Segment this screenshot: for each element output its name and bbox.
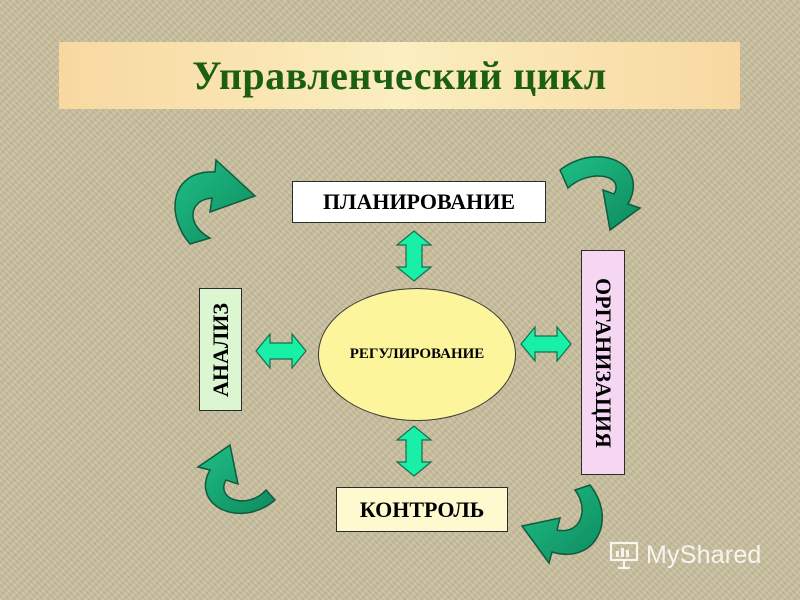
double-arrow-control-regulation [396, 425, 432, 477]
curved-arrow-bottom-left [196, 443, 277, 515]
node-planning-label: ПЛАНИРОВАНИЕ [322, 189, 516, 214]
node-analysis-label: АНАЛИЗ [207, 302, 233, 397]
presentation-board-icon [609, 541, 639, 570]
curved-arrow-bottom-right [520, 484, 603, 565]
node-control-label: КОНТРОЛЬ [359, 496, 485, 522]
node-planning: ПЛАНИРОВАНИЕ [292, 181, 546, 223]
node-organization-label: ОРГАНИЗАЦИЯ [591, 277, 617, 448]
curved-arrow-top-right [559, 155, 642, 232]
title-banner: Управленческий цикл [59, 42, 740, 109]
double-arrow-planning-regulation [396, 230, 432, 282]
watermark-brand: MyShared [646, 540, 762, 569]
double-arrow-analysis-regulation [255, 333, 307, 369]
node-control: КОНТРОЛЬ [336, 487, 508, 532]
double-arrow-organization-regulation [520, 326, 572, 362]
node-analysis: АНАЛИЗ [199, 288, 242, 411]
curved-arrow-top-left [174, 158, 257, 245]
node-regulation-label: РЕГУЛИРОВАНИЕ [349, 346, 485, 362]
watermark: MyShared [608, 538, 762, 572]
node-organization: ОРГАНИЗАЦИЯ [581, 250, 625, 475]
node-regulation: РЕГУЛИРОВАНИЕ [318, 288, 516, 421]
diagram-title: Управленческий цикл [192, 53, 607, 98]
